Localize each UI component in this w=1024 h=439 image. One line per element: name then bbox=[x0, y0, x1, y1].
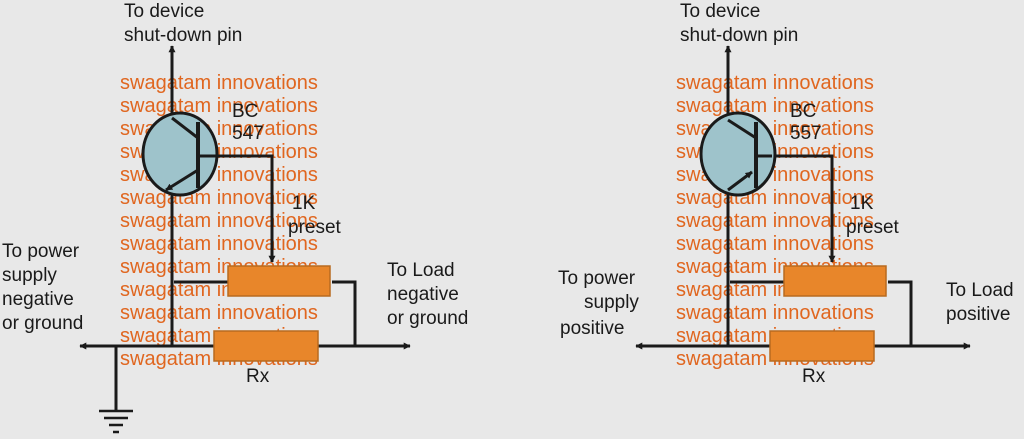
left-supply-label-3: negative bbox=[2, 289, 74, 310]
left-preset-right-wire bbox=[332, 280, 357, 346]
right-base-wire bbox=[770, 154, 836, 263]
left-load-label-3: or ground bbox=[387, 308, 468, 329]
ground-icon bbox=[99, 409, 133, 434]
left-preset-label-2: preset bbox=[288, 217, 342, 238]
right-circuit: swagatam innovations swagatam innovation… bbox=[558, 1, 1014, 387]
right-supply-label-2: supply bbox=[584, 292, 639, 313]
left-supply-label-2: supply bbox=[2, 265, 57, 286]
watermark-text: swagatam innovations bbox=[676, 233, 874, 255]
right-transistor-label-2: 557 bbox=[790, 123, 822, 144]
left-preset-label-1: 1K bbox=[292, 193, 316, 214]
left-load-label-2: negative bbox=[387, 284, 459, 305]
right-watermark: swagatam innovations swagatam innovation… bbox=[676, 72, 874, 370]
left-supply-label-4: or ground bbox=[2, 313, 83, 334]
right-preset-label-1: 1K bbox=[850, 193, 874, 214]
right-rx-resistor bbox=[769, 330, 875, 362]
right-preset-resistor bbox=[783, 265, 887, 297]
left-top-label-2: shut-down pin bbox=[124, 25, 242, 46]
npn-transistor-icon bbox=[141, 111, 219, 197]
left-base-wire bbox=[214, 154, 276, 263]
watermark-text: swagatam innovations bbox=[676, 210, 874, 232]
watermark-text: swagatam innovations bbox=[676, 95, 874, 117]
right-supply-label-3: positive bbox=[560, 318, 624, 339]
left-preset-resistor bbox=[227, 265, 331, 297]
watermark-text: swagatam innovations bbox=[120, 72, 318, 94]
left-top-label-1: To device bbox=[124, 1, 204, 22]
right-preset-label-2: preset bbox=[846, 217, 900, 238]
watermark-text: swagatam innovations bbox=[120, 302, 318, 324]
left-rx-resistor bbox=[213, 330, 319, 362]
pnp-transistor-icon bbox=[699, 111, 777, 197]
left-transistor-label-2: 547 bbox=[232, 123, 264, 144]
watermark-text: swagatam innovations bbox=[676, 187, 874, 209]
watermark-text: swagatam innovations bbox=[120, 210, 318, 232]
left-transistor-label-1: BC bbox=[232, 101, 258, 122]
watermark-text: swagatam innovations bbox=[676, 72, 874, 94]
watermark-text: swagatam innovations bbox=[120, 95, 318, 117]
left-wires bbox=[79, 45, 411, 410]
right-rx-label: Rx bbox=[802, 366, 826, 387]
right-wires bbox=[635, 45, 971, 350]
watermark-text: swagatam innovations bbox=[120, 187, 318, 209]
right-top-label-1: To device bbox=[680, 1, 760, 22]
right-load-label-1: To Load bbox=[946, 280, 1014, 301]
left-circuit: swagatam innovations swagatam innovation… bbox=[2, 1, 468, 434]
left-rx-label: Rx bbox=[246, 366, 270, 387]
watermark-text: swagatam innovations bbox=[676, 302, 874, 324]
right-supply-label-1: To power bbox=[558, 268, 636, 289]
left-supply-label-1: To power bbox=[2, 241, 80, 262]
right-load-label-2: positive bbox=[946, 304, 1010, 325]
watermark-text: swagatam innovations bbox=[120, 233, 318, 255]
right-transistor-label-1: BC bbox=[790, 101, 816, 122]
right-preset-right-wire bbox=[888, 280, 913, 346]
left-load-label-1: To Load bbox=[387, 260, 455, 281]
right-top-label-2: shut-down pin bbox=[680, 25, 798, 46]
